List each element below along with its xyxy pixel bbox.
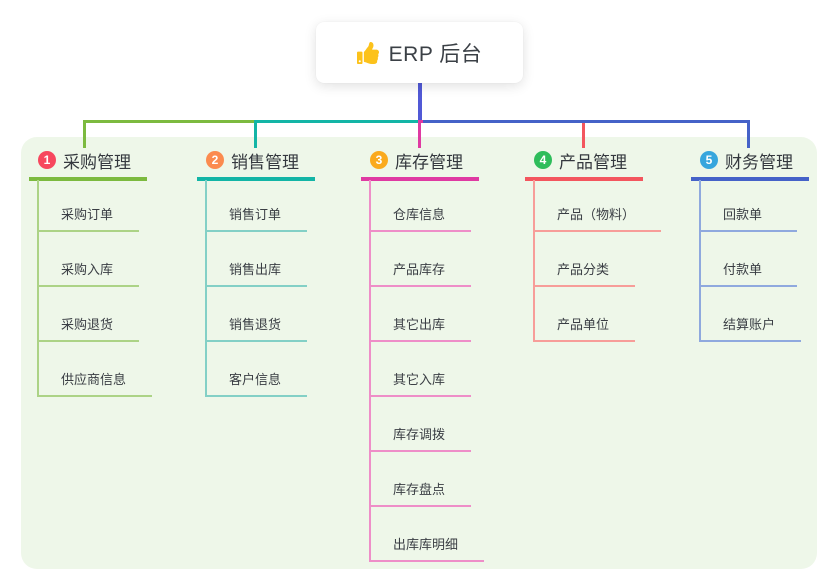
branches-panel <box>21 137 817 569</box>
child-node[interactable]: 付款单 <box>701 232 797 287</box>
child-node[interactable]: 销售订单 <box>207 180 308 232</box>
branch-2-children: 销售订单销售出库销售退货客户信息 <box>205 180 308 397</box>
branch-node-4[interactable]: 4 产品管理 <box>534 148 627 172</box>
branch-underline <box>691 177 809 181</box>
branch-2-drop-line <box>253 120 257 148</box>
branch-number-badge: 4 <box>534 151 552 169</box>
branch-1-drop-line <box>82 120 86 148</box>
root-node[interactable]: ERP 后台 <box>316 22 523 83</box>
child-node[interactable]: 出库库明细 <box>371 507 485 562</box>
branch-label: 采购管理 <box>63 152 131 172</box>
branch-1-bus-line <box>84 120 420 123</box>
branch-underline <box>525 177 643 181</box>
child-node[interactable]: 回款单 <box>701 180 797 232</box>
child-node[interactable]: 客户信息 <box>207 342 308 397</box>
branch-1-children: 采购订单采购入库采购退货供应商信息 <box>37 180 153 397</box>
branch-3-bus-line <box>419 120 423 123</box>
branch-label: 销售管理 <box>231 152 299 172</box>
child-node[interactable]: 产品单位 <box>535 287 636 342</box>
thumbs-up-icon <box>356 41 379 64</box>
branch-node-5[interactable]: 5 财务管理 <box>700 148 793 172</box>
child-node[interactable]: 供应商信息 <box>39 342 153 397</box>
branch-number-badge: 1 <box>38 151 56 169</box>
branch-number-badge: 5 <box>700 151 718 169</box>
branch-5-children: 回款单付款单结算账户 <box>699 180 802 342</box>
branch-label: 财务管理 <box>725 152 793 172</box>
branch-node-1[interactable]: 1 采购管理 <box>38 148 131 172</box>
branch-label: 库存管理 <box>395 152 463 172</box>
root-node-label: ERP 后台 <box>388 42 483 66</box>
branch-number-badge: 2 <box>206 151 224 169</box>
branch-underline <box>29 177 147 181</box>
child-node[interactable]: 产品库存 <box>371 232 472 287</box>
branch-5-drop-line <box>747 120 750 148</box>
child-node[interactable]: 产品分类 <box>535 232 636 287</box>
child-node[interactable]: 采购订单 <box>39 180 140 232</box>
child-node[interactable]: 库存盘点 <box>371 452 472 507</box>
branch-label: 产品管理 <box>559 152 627 172</box>
root-drop-line <box>417 82 422 120</box>
branch-node-3[interactable]: 3 库存管理 <box>370 148 463 172</box>
branch-4-drop-line <box>581 120 585 148</box>
child-node[interactable]: 产品（物料） <box>535 180 662 232</box>
branch-3-children: 仓库信息产品库存其它出库其它入库库存调拨库存盘点出库库明细 <box>369 180 485 562</box>
branch-underline <box>197 177 315 181</box>
child-node[interactable]: 其它出库 <box>371 287 472 342</box>
child-node[interactable]: 销售退货 <box>207 287 308 342</box>
branch-3-drop-line <box>418 120 421 148</box>
branch-4-children: 产品（物料）产品分类产品单位 <box>533 180 662 342</box>
child-node[interactable]: 采购入库 <box>39 232 140 287</box>
child-node[interactable]: 采购退货 <box>39 287 140 342</box>
child-node[interactable]: 结算账户 <box>701 287 802 342</box>
child-node[interactable]: 仓库信息 <box>371 180 472 232</box>
branch-2-bus-line <box>255 120 420 123</box>
child-node[interactable]: 库存调拨 <box>371 397 472 452</box>
branch-number-badge: 3 <box>370 151 388 169</box>
child-node[interactable]: 其它入库 <box>371 342 472 397</box>
branch-node-2[interactable]: 2 销售管理 <box>206 148 299 172</box>
branch-underline <box>361 177 479 181</box>
branch-5-bus-line <box>419 120 749 123</box>
child-node[interactable]: 销售出库 <box>207 232 308 287</box>
